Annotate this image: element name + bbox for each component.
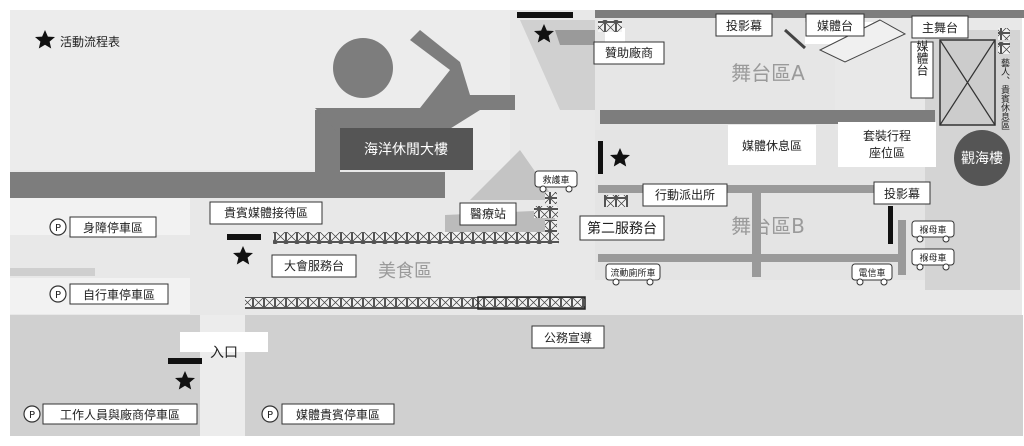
guanhai-label: 觀海樓 xyxy=(961,151,1003,167)
marker-bar-entrance xyxy=(168,358,202,364)
svg-text:P: P xyxy=(55,223,61,234)
road-loop xyxy=(315,30,515,135)
media-rest-area xyxy=(728,125,816,165)
main-service-callout: 大會服務台 xyxy=(271,254,357,278)
parking-bicycle-label: 自行車停車區 xyxy=(83,287,155,302)
media-rest-label: 媒體休息區 xyxy=(742,138,802,153)
entrance-label: 入口 xyxy=(210,345,238,361)
media-vertical-label: 媒體台 xyxy=(915,40,929,76)
zone-stage-b: 舞台區B xyxy=(731,214,805,238)
second-service-callout: 第二服務台 xyxy=(579,215,665,241)
package-seat-area xyxy=(838,122,936,167)
ocean-leisure-label: 海洋休閒大樓 xyxy=(364,142,448,158)
nursing-car-2: 褓母車 xyxy=(911,248,955,271)
star-markers xyxy=(35,24,630,390)
second-service-booths xyxy=(604,195,628,207)
package-seats-label-1: 套裝行程 xyxy=(863,128,911,143)
parking-accessible-label: 身障停車區 xyxy=(83,220,143,235)
nursing-car-2-label: 褓母車 xyxy=(919,252,946,264)
marker-bar-north xyxy=(517,12,573,18)
sponsor-label: 贊助廠商 xyxy=(605,45,653,60)
vip-reception-label: 貴賓媒體接待區 xyxy=(224,205,308,220)
roundabout xyxy=(333,38,393,98)
mobile-police-label: 行動派出所 xyxy=(655,188,715,202)
booth-row-bottom xyxy=(245,297,585,309)
star-stage-icon xyxy=(610,148,630,167)
parking-staff-label: 工作人員與廠商停車區 xyxy=(60,407,180,422)
svg-text:P: P xyxy=(267,410,273,421)
vip-reception-callout: 貴賓媒體接待區 xyxy=(209,201,323,225)
telecom-label: 電信車 xyxy=(858,267,885,279)
svg-text:P: P xyxy=(29,410,35,421)
sponsor-booths xyxy=(598,20,622,32)
ambulance-label: 救護車 xyxy=(542,174,569,186)
public-affairs-callout: 公務宣導 xyxy=(531,325,605,349)
main-stage-label: 主舞台 xyxy=(922,20,958,35)
sponsor-callout: 贊助廠商 xyxy=(593,41,665,65)
medical-label: 醫療站 xyxy=(470,207,506,221)
projector-top-label: 投影幕 xyxy=(726,18,762,33)
parking-media: P 媒體貴賓停車區 xyxy=(261,403,395,425)
marker-bar-stage xyxy=(598,141,603,174)
star-entrance-icon xyxy=(175,371,195,390)
ocean-leisure-building xyxy=(340,128,473,170)
parking-media-label: 媒體貴賓停車區 xyxy=(296,407,380,422)
mobile-toilet-car: 流動廁所車 xyxy=(605,263,661,286)
legend-label: 活動流程表 xyxy=(60,34,120,49)
media-stage-label: 媒體台 xyxy=(817,18,853,33)
walk-stage-b-mid xyxy=(752,185,761,277)
zone-food: 美食區 xyxy=(378,261,432,282)
parking-p-icon xyxy=(261,405,279,423)
parking-staff: P 工作人員與廠商停車區 xyxy=(23,403,198,425)
media-vertical-callout: 媒體台 xyxy=(910,40,934,99)
projector-right-label: 投影幕 xyxy=(884,186,920,201)
parking-p-icon xyxy=(23,405,41,423)
artist-rest-callout: 藝人、貴賓休息區 xyxy=(999,57,1010,130)
parking-p-icon xyxy=(49,285,67,303)
walk-stage-b-top xyxy=(598,185,926,193)
telecom-car: 電信車 xyxy=(851,263,893,286)
artist-rest-label: 藝人、貴賓休息區 xyxy=(999,57,1010,130)
second-service-label: 第二服務台 xyxy=(587,220,657,237)
parking-accessible: P 身障停車區 xyxy=(49,216,157,238)
ambulance-car: 救護車 xyxy=(534,170,578,193)
package-seats-label-2: 座位區 xyxy=(869,145,905,160)
media-stage-callout: 媒體台 xyxy=(805,13,865,37)
star-vip-icon xyxy=(233,246,253,265)
main-service-label: 大會服務台 xyxy=(284,258,344,273)
zone-stage-a: 舞台區A xyxy=(731,61,805,85)
booth-row-top xyxy=(273,232,559,244)
public-affairs-label: 公務宣導 xyxy=(544,330,592,345)
mobile-police-callout: 行動派出所 xyxy=(642,183,728,207)
entrance-gate xyxy=(180,332,268,352)
nursing-car-1: 褓母車 xyxy=(911,220,955,243)
road-stage-a xyxy=(600,110,935,124)
walk-stage-b-bottom xyxy=(598,254,898,262)
guanhai-building xyxy=(954,130,1010,186)
mobile-toilet-label: 流動廁所車 xyxy=(610,267,655,279)
road-main xyxy=(10,172,445,198)
medical-callout: 醫療站 xyxy=(459,202,517,226)
star-legend-icon xyxy=(35,30,55,49)
parking-bicycle: P 自行車停車區 xyxy=(49,283,169,305)
star-north-icon xyxy=(534,24,554,43)
main-stage-callout: 主舞台 xyxy=(911,15,969,39)
projector-right-callout: 投影幕 xyxy=(873,181,931,205)
projector-top-callout: 投影幕 xyxy=(715,13,773,37)
marker-bar-vip xyxy=(227,234,261,240)
projector-right-bar xyxy=(888,206,893,244)
parking-p-icon xyxy=(49,218,67,236)
svg-text:P: P xyxy=(55,290,61,301)
nursing-car-1-label: 褓母車 xyxy=(919,224,946,236)
